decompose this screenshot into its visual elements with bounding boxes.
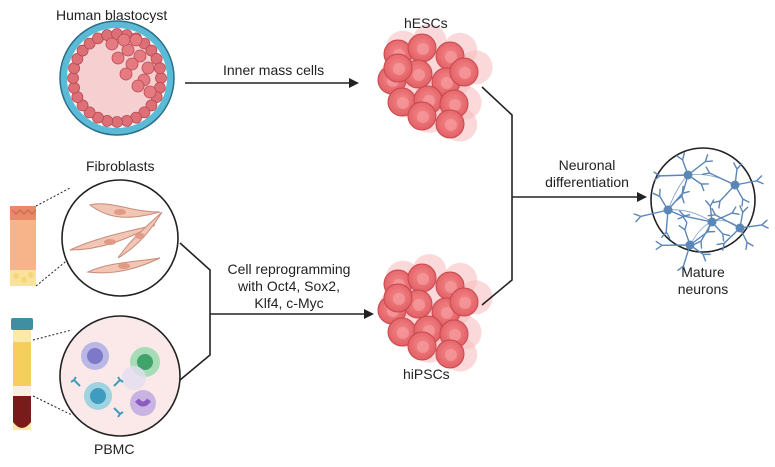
inner-mass-cells-label: Inner mass cells xyxy=(223,62,325,78)
blood-tube-icon xyxy=(11,318,33,430)
zoom-line xyxy=(32,395,73,416)
hipscs-label: hiPSCs xyxy=(403,366,450,382)
hescs-label: hESCs xyxy=(404,15,448,31)
hesc-colony-icon xyxy=(377,24,493,142)
fibroblasts-label: Fibroblasts xyxy=(86,158,155,174)
cell-reprogramming-line: Cell reprogramming xyxy=(227,261,351,277)
skin-tissue-icon xyxy=(10,206,37,286)
mature-neurons-icon xyxy=(633,147,769,274)
convergence-bracket xyxy=(481,86,513,306)
reprogramming-bracket xyxy=(179,242,211,381)
neuronal-differentiation-label: Neuronal differentiation xyxy=(537,157,637,191)
neuronal-differentiation-line: differentiation xyxy=(545,174,629,190)
cell-reprogramming-line: Klf4, c-Myc xyxy=(254,295,324,311)
human-blastocyst-icon xyxy=(59,20,175,136)
zoom-line xyxy=(35,257,71,287)
cell-reprogramming-line: with Oct4, Sox2, xyxy=(238,278,340,294)
cell-reprogramming-label: Cell reprogramming with Oct4, Sox2, Klf4… xyxy=(214,261,364,312)
neuronal-differentiation-line: Neuronal xyxy=(558,157,616,173)
zoom-line xyxy=(35,187,71,207)
mature-neurons-line: neurons xyxy=(677,281,729,297)
mature-neurons-label: Mature neurons xyxy=(668,264,738,298)
mature-neurons-line: Mature xyxy=(681,264,725,280)
pbmc-label: PBMC xyxy=(94,441,135,457)
hipsc-colony-icon xyxy=(377,254,493,372)
fibroblasts-icon xyxy=(61,179,179,297)
zoom-line xyxy=(32,329,73,341)
pbmc-icon xyxy=(59,315,181,437)
human-blastocyst-label: Human blastocyst xyxy=(56,7,168,23)
